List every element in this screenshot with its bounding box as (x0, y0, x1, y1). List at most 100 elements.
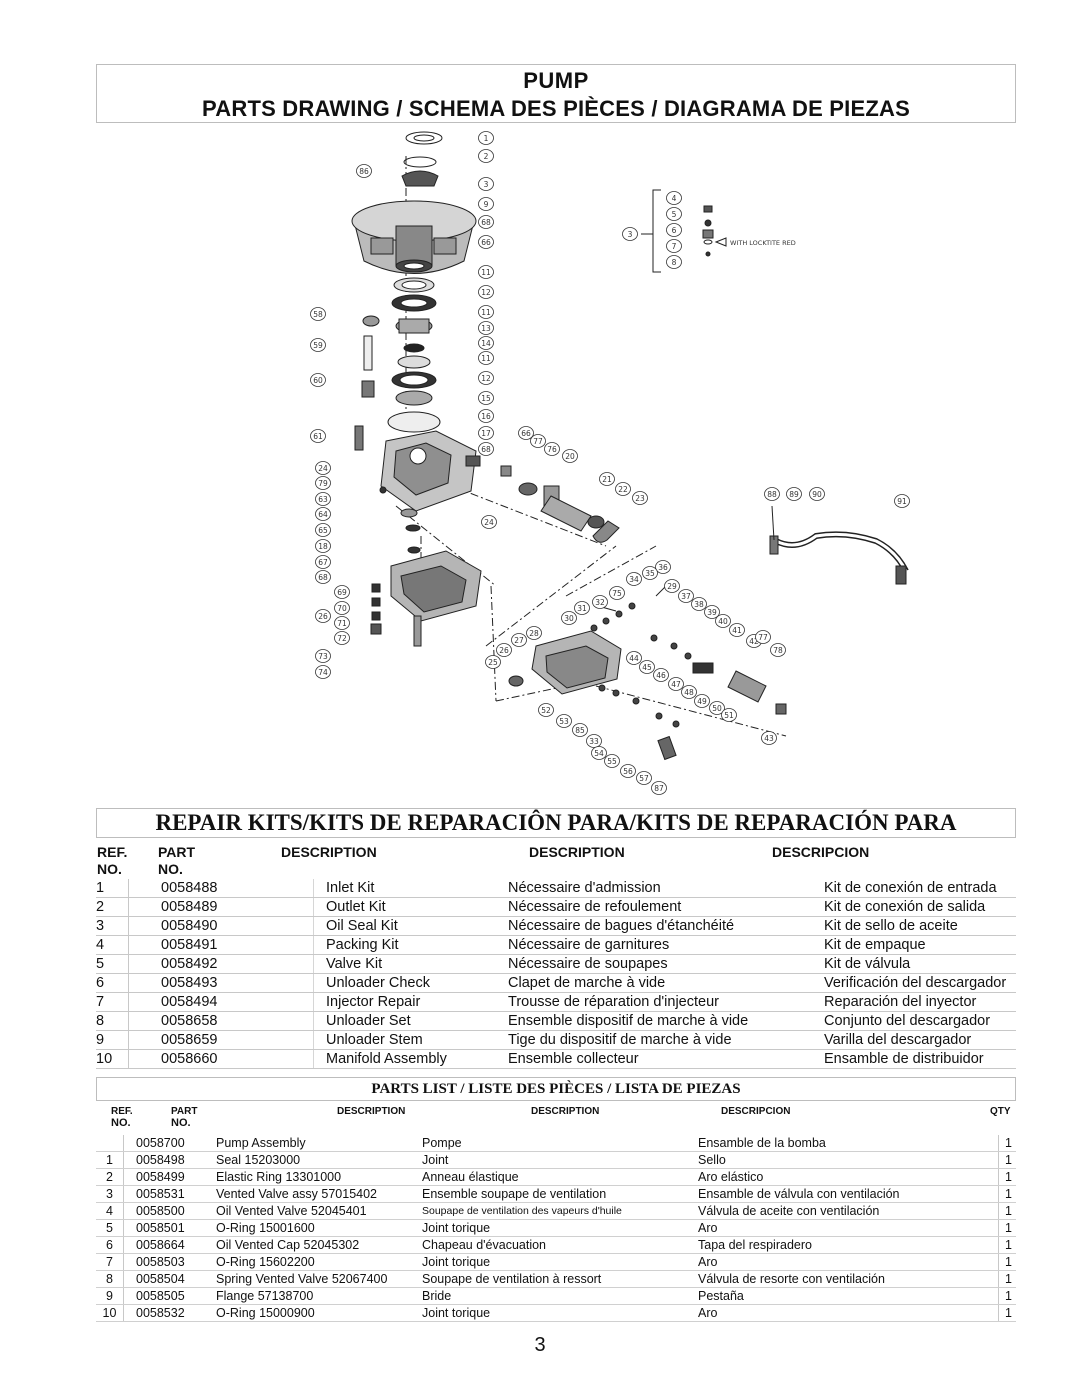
part-qty: 1 (998, 1287, 1016, 1305)
parts-drawing: 5859606124796364651867682673741286396866… (310, 131, 910, 795)
callout-label: 25 (488, 658, 498, 667)
callout-label: 3 (484, 180, 489, 189)
callout-bubble: 16 (478, 409, 494, 423)
kit-desc-fr: Nécessaire de garnitures (508, 935, 824, 955)
part-desc-es: Válvula de resorte con ventilación (698, 1270, 999, 1288)
callout-bubble: 69 (334, 585, 350, 599)
kit-desc-en: Manifold Assembly (313, 1049, 508, 1069)
callout-label: 48 (684, 688, 694, 697)
callout-bubble: 6 (666, 223, 682, 237)
callout-label: 4 (672, 194, 677, 203)
callout-bubble: 74 (315, 665, 331, 679)
kits-header-part-1: PART (158, 844, 196, 860)
callout-label: 26 (318, 612, 328, 621)
part-qty: 1 (998, 1185, 1016, 1203)
kit-desc-fr: Nécessaire de refoulement (508, 897, 824, 917)
callout-label: 41 (732, 626, 742, 635)
callout-label: 3 (628, 230, 633, 239)
callout-bubble: 20 (562, 449, 578, 463)
kit-ref: 1 (96, 879, 129, 898)
callout-label: 77 (533, 437, 543, 446)
kit-ref: 2 (96, 897, 129, 917)
callout-label: 68 (318, 573, 328, 582)
callout-bubble: 61 (310, 429, 326, 443)
callout-bubble: 79 (315, 476, 331, 490)
callout-label: 24 (484, 518, 494, 527)
callout-label: 50 (712, 704, 722, 713)
callout-label: 56 (623, 767, 633, 776)
part-desc-es: Sello (698, 1151, 999, 1169)
part-desc-fr: Joint torique (422, 1304, 698, 1322)
part-number: 0058498 (123, 1151, 216, 1169)
callout-label: 71 (337, 619, 347, 628)
callout-bubble: 23 (632, 491, 648, 505)
kit-desc-en: Unloader Set (313, 1011, 508, 1031)
callout-bubble: 50 (709, 701, 725, 715)
callout-bubble: 24 (481, 515, 497, 529)
callout-label: 5 (672, 210, 677, 219)
part-ref: 10 (96, 1304, 124, 1322)
callout-bubble: 8 (666, 255, 682, 269)
callout-bubble: 90 (809, 487, 825, 501)
callout-label: 63 (318, 495, 328, 504)
callout-label: 34 (629, 575, 639, 584)
callout-bubble: 34 (626, 572, 642, 586)
part-desc-es: Aro (698, 1219, 999, 1237)
kit-desc-en: Unloader Stem (313, 1030, 508, 1050)
callout-bubble: 68 (478, 442, 494, 456)
part-desc-fr: Soupape de ventilation des vapeurs d'hui… (422, 1202, 698, 1220)
callout-label: 58 (313, 310, 323, 319)
callout-bubble: 5 (666, 207, 682, 221)
vent-note: WITH LOCKTITE RED (730, 239, 796, 247)
callout-bubble: 75 (609, 586, 625, 600)
part-number: 0058700 (123, 1135, 216, 1152)
callout-bubble: 18 (315, 539, 331, 553)
part-desc-es: Aro (698, 1253, 999, 1271)
parts-header-qty: QTY (990, 1106, 1011, 1117)
part-number: 0058532 (123, 1304, 216, 1322)
callout-bubble: 38 (691, 597, 707, 611)
callout-bubble: 33 (586, 734, 602, 748)
part-desc-es: Ensamble de válvula con ventilación (698, 1185, 999, 1203)
callout-label: 43 (764, 734, 774, 743)
callout-label: 11 (481, 308, 491, 317)
page-subtitle: PARTS DRAWING / SCHEMA DES PIÈCES / DIAG… (202, 96, 910, 121)
callout-label: 52 (541, 706, 551, 715)
callout-bubble: 51 (721, 708, 737, 722)
kit-ref: 10 (96, 1049, 129, 1069)
callout-label: 68 (481, 445, 491, 454)
page-header: PUMP PARTS DRAWING / SCHEMA DES PIÈCES /… (96, 64, 1016, 123)
callout-bubble: 57 (636, 771, 652, 785)
callout-label: 2 (484, 152, 489, 161)
callout-label: 47 (671, 680, 681, 689)
callout-bubble: 76 (544, 442, 560, 456)
callout-bubble: 40 (715, 614, 731, 628)
part-number: 0058531 (123, 1185, 216, 1203)
part-ref (96, 1135, 124, 1152)
callout-bubble: 12 (478, 285, 494, 299)
part-qty: 1 (998, 1219, 1016, 1237)
callout-bubble: 48 (681, 685, 697, 699)
callout-label: 40 (718, 617, 728, 626)
callout-bubble: 26 (315, 609, 331, 623)
callout-bubble: 63 (315, 492, 331, 506)
callout-label: 74 (318, 668, 328, 677)
callout-label: 66 (481, 238, 491, 247)
kit-desc-en: Oil Seal Kit (313, 916, 508, 936)
callout-label: 9 (484, 200, 489, 209)
part-qty: 1 (998, 1270, 1016, 1288)
callout-label: 30 (564, 614, 574, 623)
callout-label: 66 (521, 429, 531, 438)
callout-label: 60 (313, 376, 323, 385)
callout-label: 79 (318, 479, 328, 488)
part-qty: 1 (998, 1202, 1016, 1220)
